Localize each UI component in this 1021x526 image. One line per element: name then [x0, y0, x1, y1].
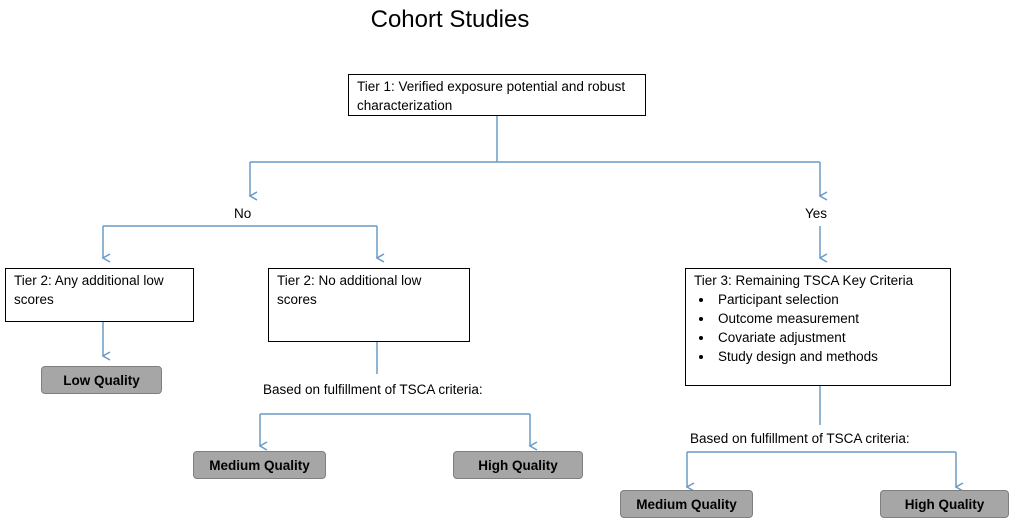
tier2-low-label: Tier 2: Any additional low scores — [14, 273, 164, 307]
low-quality-badge: Low Quality — [41, 366, 162, 394]
criteria-item: Participant selection — [714, 290, 942, 309]
criteria-item: Study design and methods — [714, 347, 942, 366]
criteria-item: Outcome measurement — [714, 309, 942, 328]
medium-quality-badge-right: Medium Quality — [620, 490, 753, 518]
medium-quality-badge-left: Medium Quality — [193, 451, 326, 479]
tier1-label: Tier 1: Verified exposure potential and … — [357, 79, 626, 113]
tier1-box: Tier 1: Verified exposure potential and … — [348, 74, 646, 116]
tier3-heading: Tier 3: Remaining TSCA Key Criteria — [694, 273, 914, 288]
high-quality-badge-left: High Quality — [453, 451, 583, 479]
branch-yes-label: Yes — [805, 206, 828, 221]
high-quality-badge-right: High Quality — [880, 490, 1009, 518]
criteria-left-label: Based on fulfillment of TSCA criteria: — [263, 382, 483, 397]
criteria-right-label: Based on fulfillment of TSCA criteria: — [690, 431, 910, 446]
branch-no-label: No — [234, 206, 252, 221]
tier3-criteria-list: Participant selection Outcome measuremen… — [694, 290, 942, 366]
tier2-low-box: Tier 2: Any additional low scores — [5, 268, 194, 322]
diagram-title: Cohort Studies — [370, 6, 530, 33]
criteria-item: Covariate adjustment — [714, 328, 942, 347]
tier3-box: Tier 3: Remaining TSCA Key Criteria Part… — [685, 268, 951, 386]
tier2-none-label: Tier 2: No additional low scores — [277, 273, 422, 307]
tier2-none-box: Tier 2: No additional low scores — [268, 268, 470, 342]
